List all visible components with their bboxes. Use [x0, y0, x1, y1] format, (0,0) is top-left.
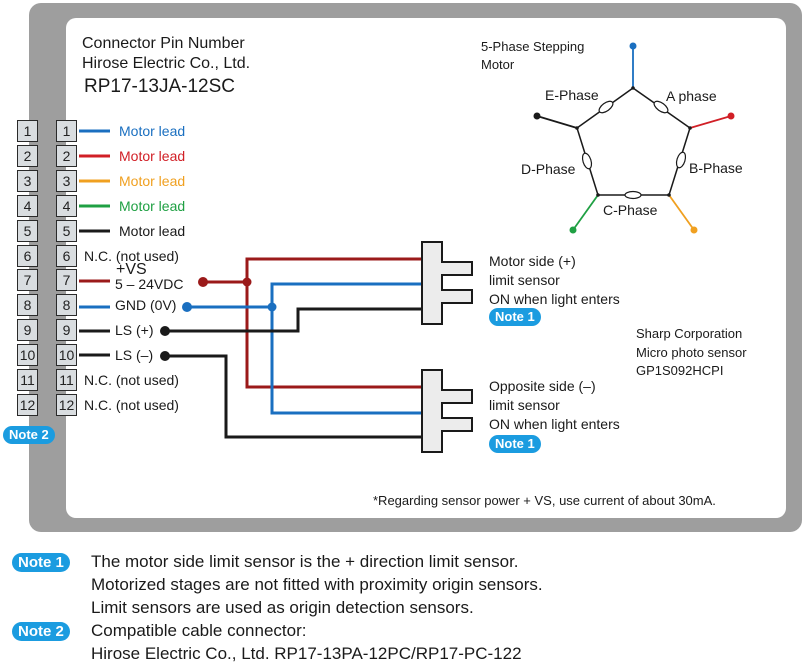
cable-pin: 7	[56, 269, 77, 291]
cable-pin: 1	[56, 120, 77, 142]
phase-label-d: D-Phase	[521, 161, 576, 177]
cable-pin: 12	[56, 394, 77, 416]
cable-pin: 9	[56, 319, 77, 341]
gnd-junction	[267, 302, 277, 312]
sensor-part-line3: GP1S092HCPI	[636, 363, 724, 378]
coil-a-icon	[653, 100, 669, 114]
pin-label: Motor lead	[119, 123, 186, 139]
cable-pin: 5	[56, 220, 77, 242]
opposite-side-line3: ON when light enters	[489, 416, 620, 432]
pin-label-voltage: 5 – 24VDC	[115, 276, 184, 292]
motor-side-line3: ON when light enters	[489, 291, 620, 307]
connector-pin: 4	[17, 195, 38, 217]
sensor-part-line2: Micro photo sensor	[636, 345, 747, 360]
motor-title-line1: 5-Phase Stepping	[481, 39, 585, 54]
motor-side-sensor	[421, 241, 473, 325]
vs-terminal	[198, 277, 208, 287]
header-line2: Hirose Electric Co., Ltd.	[82, 55, 251, 72]
header-line1: Connector Pin Number	[82, 35, 245, 52]
cable-pin: 2	[56, 145, 77, 167]
footnote: *Regarding sensor power + VS, use curren…	[373, 493, 716, 508]
gnd-bus	[270, 282, 422, 415]
pin-label: N.C. (not used)	[84, 248, 179, 264]
gnd-terminal	[182, 302, 192, 312]
note1-badge: Note 1	[12, 553, 70, 572]
lead-black-terminal	[533, 112, 541, 120]
stepping-motor-schematic	[533, 42, 735, 234]
vs-junction	[242, 277, 252, 287]
motor-side-line2: limit sensor	[489, 272, 560, 288]
opposite-side-note-badge: Note 1	[489, 435, 541, 453]
coil-b-icon	[675, 151, 687, 169]
phase-label-a: A phase	[666, 88, 717, 104]
connector-pin: 10	[17, 344, 38, 366]
pin-label: Motor lead	[119, 173, 186, 189]
cable-pin: 4	[56, 195, 77, 217]
pin-label: Motor lead	[119, 198, 186, 214]
pin-label: Motor lead	[119, 148, 186, 164]
coil-d-icon	[581, 152, 593, 170]
connector-pin: 3	[17, 170, 38, 192]
lead-green-terminal	[569, 226, 577, 234]
connector-pin: 2	[17, 145, 38, 167]
opposite-side-line2: limit sensor	[489, 397, 560, 413]
pin-label: LS (+)	[115, 322, 154, 338]
pin-label: N.C. (not used)	[84, 372, 179, 388]
opposite-side-line1: Opposite side (–)	[489, 378, 596, 394]
phase-label-e: E-Phase	[545, 87, 599, 103]
connector-pin: 12	[17, 394, 38, 416]
lead-blue-terminal	[629, 42, 637, 50]
ls-plus-wire	[165, 307, 422, 333]
sensor-part-line1: Sharp Corporation	[636, 326, 743, 341]
connector-pin: 7	[17, 269, 38, 291]
note2-line2: Hirose Electric Co., Ltd. RP17-13PA-12PC…	[91, 644, 522, 663]
opposite-side-sensor	[421, 369, 473, 453]
pin-label: N.C. (not used)	[84, 397, 179, 413]
cable-pin: 6	[56, 245, 77, 267]
ls-minus-terminal	[160, 351, 170, 361]
connector-pin: 1	[17, 120, 38, 142]
note1-line1: The motor side limit sensor is the + dir…	[91, 552, 519, 571]
pin-label: LS (–)	[115, 347, 154, 363]
ls-plus-terminal	[160, 326, 170, 336]
lead-red-terminal	[727, 112, 735, 120]
cable-pin: 10	[56, 344, 77, 366]
lead-orange-terminal	[690, 226, 698, 234]
connector-pin: 5	[17, 220, 38, 242]
connector-pin: 11	[17, 369, 38, 391]
coil-e-icon	[598, 100, 614, 114]
note1-line2: Motorized stages are not fitted with pro…	[91, 575, 543, 594]
connector-pin: 9	[17, 319, 38, 341]
coil-c-icon	[624, 190, 642, 200]
note1-line3: Limit sensors are used as origin detecti…	[91, 598, 474, 617]
motor-title-line2: Motor	[481, 57, 515, 72]
phase-label-c: C-Phase	[603, 202, 658, 218]
part-number: RP17-13JA-12SC	[84, 76, 236, 97]
connector-pin: 6	[17, 245, 38, 267]
pin-label: Motor lead	[119, 223, 186, 239]
pin-label: +VS	[116, 261, 147, 278]
vs-bus	[245, 257, 422, 389]
cable-pin: 3	[56, 170, 77, 192]
motor-side-note-badge: Note 1	[489, 308, 541, 326]
pin-label: GND (0V)	[115, 297, 177, 313]
connector-pin: 8	[17, 294, 38, 316]
ls-minus-wire	[165, 354, 422, 439]
cable-pin: 11	[56, 369, 77, 391]
note2-badge: Note 2	[12, 622, 70, 641]
motor-side-line1: Motor side (+)	[489, 253, 576, 269]
cable-pin: 8	[56, 294, 77, 316]
phase-label-b: B-Phase	[689, 160, 743, 176]
note2-badge-connector: Note 2	[3, 426, 55, 444]
note2-line1: Compatible cable connector:	[91, 621, 307, 640]
